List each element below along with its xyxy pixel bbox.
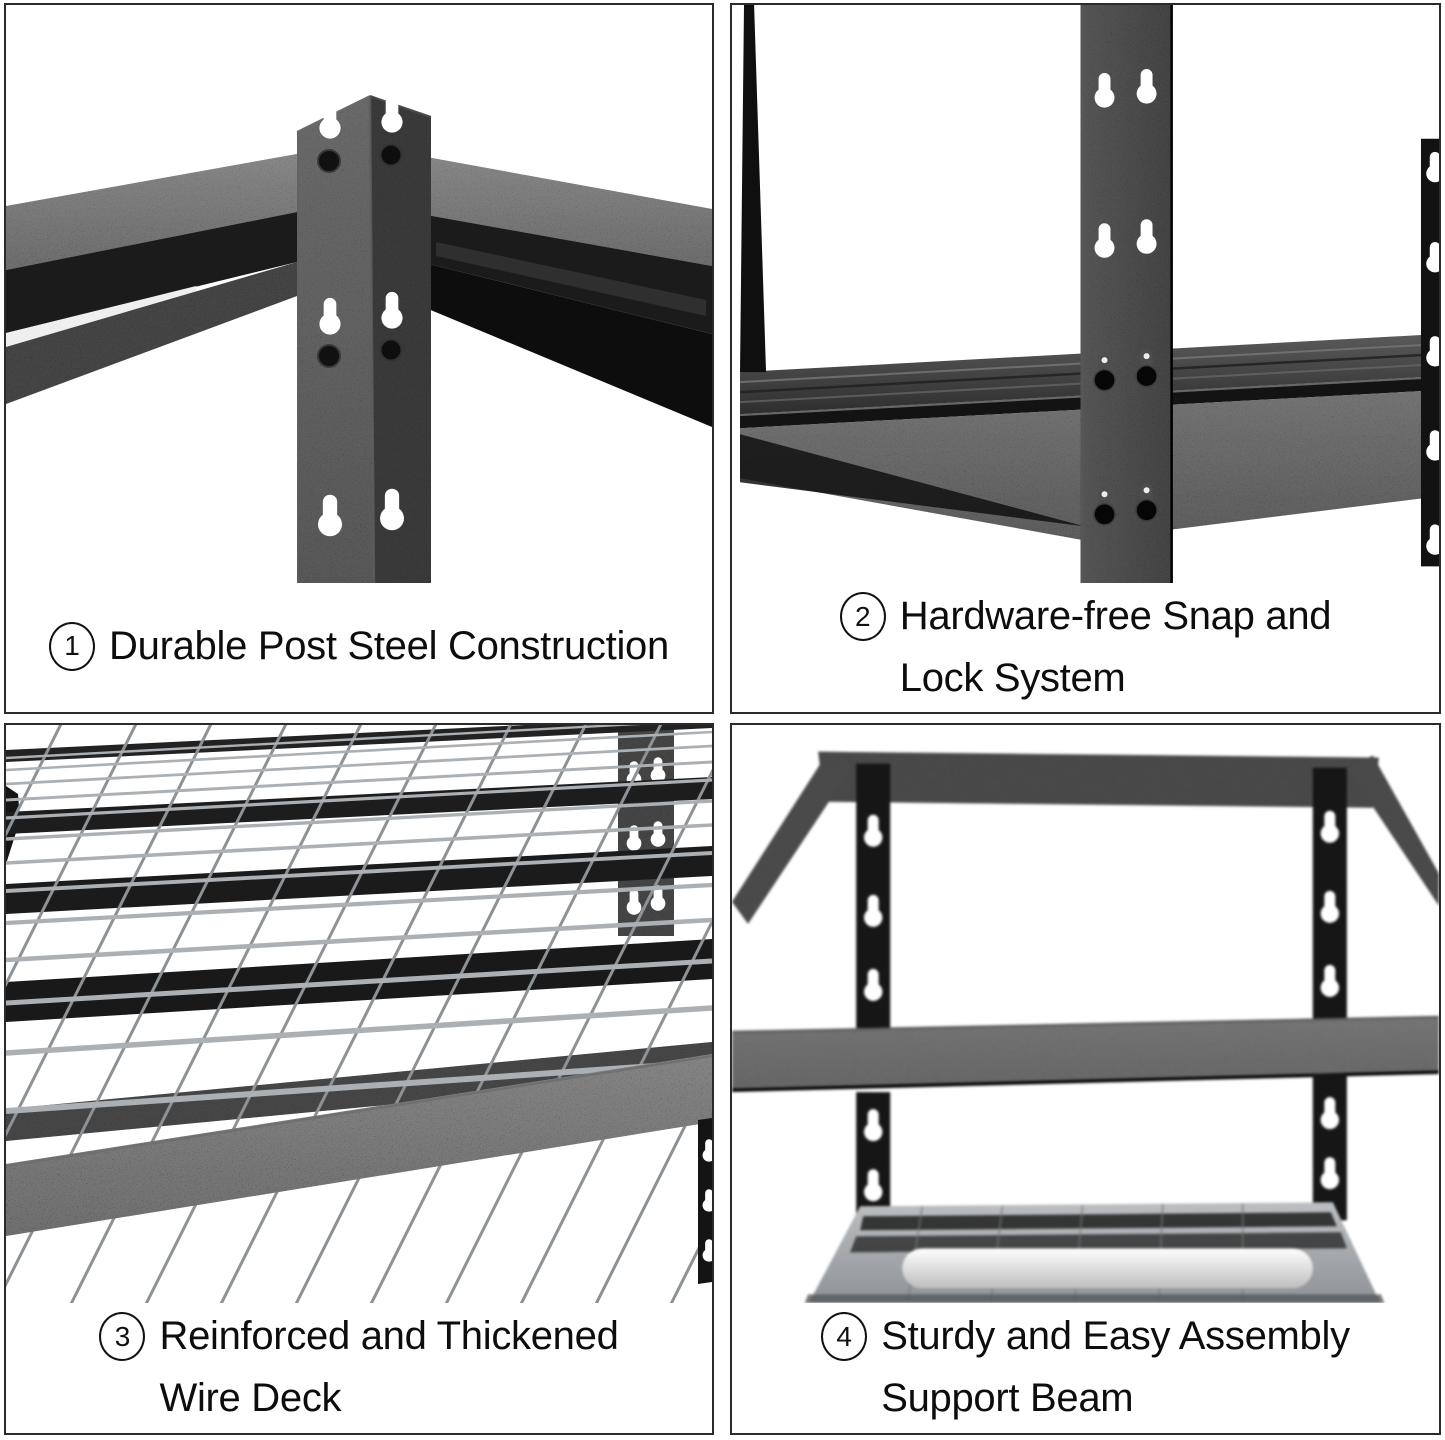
caption-line2: Support Beam	[881, 1376, 1134, 1420]
right-shelf-beam	[421, 156, 712, 427]
right-edge-post-strip	[698, 1118, 712, 1284]
corner-post	[296, 95, 432, 583]
feature-caption-text: Hardware-free Snap and Lock System	[899, 585, 1332, 709]
feature-number: 1	[64, 630, 80, 661]
feature-caption-text: Sturdy and Easy Assembly Support Beam	[881, 1305, 1350, 1429]
snap-lock-engaged-row	[1093, 349, 1158, 392]
caption-line2: Wire Deck	[159, 1376, 342, 1420]
upright-posts-upper	[856, 763, 1347, 1029]
feature-caption-1: 1 Durable Post Steel Construction	[6, 583, 712, 712]
right-edge-post-strip	[1420, 138, 1439, 567]
photo-support-beam	[732, 725, 1439, 1303]
feature-card-3: 3 Reinforced and Thickened Wire Deck	[4, 723, 714, 1435]
feature-number-badge: 1	[49, 621, 96, 671]
feature-caption-text: Durable Post Steel Construction	[109, 615, 669, 677]
upright-post	[1080, 5, 1173, 583]
feature-card-4: 4 Sturdy and Easy Assembly Support Beam	[730, 723, 1441, 1435]
snap-button	[317, 344, 341, 368]
wire-mesh-long-wires	[6, 725, 712, 1114]
left-shelf-beam	[6, 154, 297, 404]
feature-caption-4: 4 Sturdy and Easy Assembly Support Beam	[732, 1303, 1439, 1433]
snap-button	[1135, 364, 1158, 388]
feature-number: 4	[836, 1320, 852, 1352]
feature-card-1: 1 Durable Post Steel Construction	[4, 3, 714, 714]
support-beam	[732, 1015, 1439, 1093]
snap-lock-engaged-row	[1093, 483, 1158, 526]
background-post	[740, 5, 767, 373]
photo-post-steel	[6, 5, 712, 583]
caption-line1: Reinforced and Thickened	[159, 1314, 619, 1358]
background-post	[618, 725, 674, 936]
feature-number: 3	[114, 1320, 131, 1352]
feature-caption-text: Reinforced and Thickened Wire Deck	[159, 1305, 618, 1429]
post-steel-corner-image	[6, 95, 712, 583]
stored-item-roll	[902, 1248, 1313, 1289]
snap-button	[1135, 499, 1158, 522]
snap-button	[1093, 368, 1116, 392]
caption-line1: Sturdy and Easy Assembly	[881, 1314, 1350, 1358]
top-frame-beams	[732, 751, 1439, 924]
feature-caption-3: 3 Reinforced and Thickened Wire Deck	[6, 1303, 712, 1433]
feature-caption-2: 2 Hardware-free Snap and Lock System	[732, 583, 1439, 712]
snap-button	[317, 149, 341, 173]
snap-button	[1093, 503, 1116, 526]
feature-number-badge: 3	[99, 1312, 146, 1361]
feature-number-badge: 2	[839, 592, 886, 641]
wire-deck-image	[6, 725, 712, 1303]
photo-wire-deck	[6, 725, 712, 1303]
feature-card-2: 2 Hardware-free Snap and Lock System	[730, 3, 1441, 714]
caption-line2: Lock System	[899, 656, 1126, 700]
caption-line1: Durable Post Steel Construction	[109, 623, 669, 668]
snap-lock-image	[739, 5, 1439, 583]
support-beam-image	[732, 751, 1439, 1303]
caption-line1: Hardware-free Snap and	[899, 594, 1332, 638]
snap-button	[379, 338, 403, 362]
deck-front-frame-bar	[6, 1054, 712, 1236]
upright-posts-lower	[856, 1074, 1347, 1223]
photo-snap-lock	[732, 5, 1439, 583]
feature-number-badge: 4	[821, 1312, 868, 1361]
lower-wire-deck	[804, 1202, 1385, 1303]
snap-button	[379, 143, 403, 167]
feature-number: 2	[854, 600, 871, 632]
